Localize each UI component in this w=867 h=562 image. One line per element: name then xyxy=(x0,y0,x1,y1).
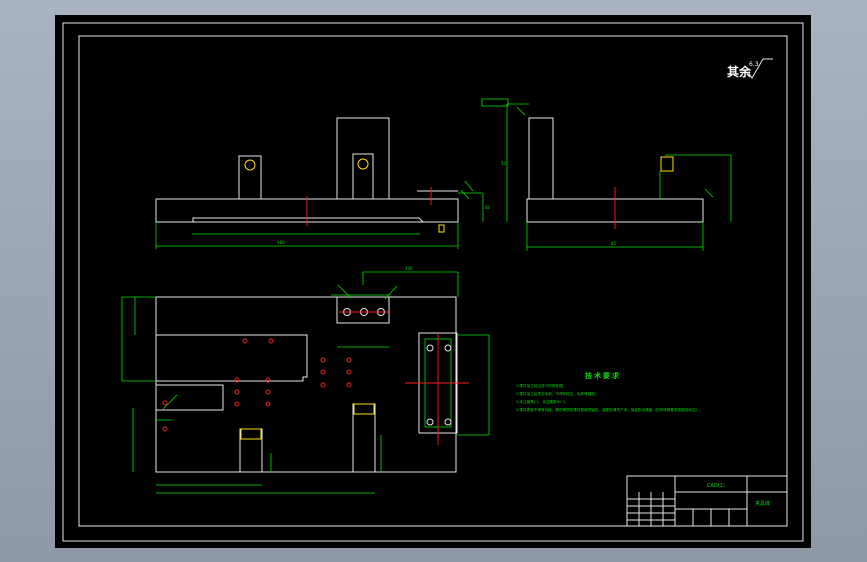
front-view: 180 84 xyxy=(155,117,491,249)
svg-text:84: 84 xyxy=(485,205,491,210)
part-name: 夹具体 xyxy=(755,500,770,507)
svg-text:180: 180 xyxy=(277,240,285,245)
inner-frame xyxy=(78,35,788,527)
svg-text:50: 50 xyxy=(501,161,507,166)
drawing-number: CAD(1) xyxy=(707,483,725,489)
technical-requirements-title: 技术要求 xyxy=(585,371,621,380)
plan-view: 130 xyxy=(121,266,490,494)
roughness-symbol: 其余 6.3 xyxy=(727,58,773,79)
svg-text:其余: 其余 xyxy=(727,64,752,79)
outer-frame xyxy=(62,22,804,542)
technical-requirements: 技术要求 1.零件加工前应进行时效处理。 2.零件加工后须去毛刺，不得有锐边、毛… xyxy=(516,371,703,412)
requirement-4: 4.零件表面不得有划痕、擦伤等损伤零件表面的缺陷，装配前清洗干净，保证配合精度（… xyxy=(516,407,703,412)
svg-text:130: 130 xyxy=(405,266,413,271)
title-block: CAD(1) 夹具体 xyxy=(626,475,788,527)
drawing-canvas[interactable]: 其余 6.3 180 84 85 xyxy=(55,15,811,548)
requirement-3: 3.未注倒角C1，未注圆角R0.5。 xyxy=(516,399,568,404)
side-view: 85 50 xyxy=(481,98,732,251)
cad-drawing: 其余 6.3 180 84 85 xyxy=(62,22,804,542)
svg-text:85: 85 xyxy=(611,241,617,246)
svg-text:6.3: 6.3 xyxy=(749,61,759,68)
requirement-2: 2.零件加工后须去毛刺，不得有锐边、毛刺等缺陷。 xyxy=(516,391,599,396)
requirement-1: 1.零件加工前应进行时效处理。 xyxy=(516,383,566,388)
